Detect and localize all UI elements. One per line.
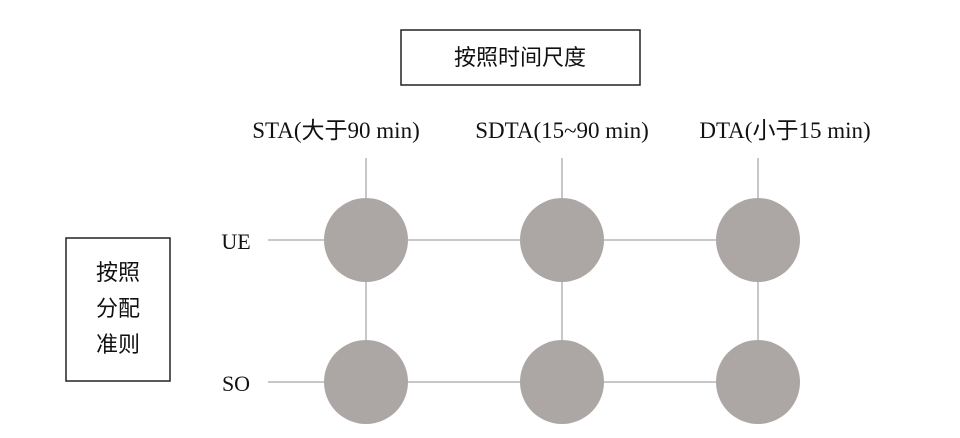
node-so-sdta: [520, 340, 604, 424]
side-box-line-3: 准则: [96, 332, 140, 357]
side-box: [65, 237, 171, 382]
side-box-line-2: 分配: [96, 296, 140, 321]
row-label-ue: UE: [221, 229, 250, 254]
column-label-sdta: SDTA(15~90 min): [475, 118, 649, 143]
node-ue-dta: [716, 198, 800, 282]
node-so-sta: [324, 340, 408, 424]
row-label-so: SO: [222, 371, 250, 396]
side-box-line-1: 按照: [96, 260, 140, 285]
title-box-text: 按照时间尺度: [454, 45, 586, 70]
node-so-dta: [716, 340, 800, 424]
node-ue-sdta: [520, 198, 604, 282]
nodes: [324, 198, 800, 424]
title-box: [400, 29, 641, 86]
column-label-sta: STA(大于90 min): [252, 118, 419, 143]
column-label-dta: DTA(小于15 min): [699, 118, 870, 143]
node-ue-sta: [324, 198, 408, 282]
